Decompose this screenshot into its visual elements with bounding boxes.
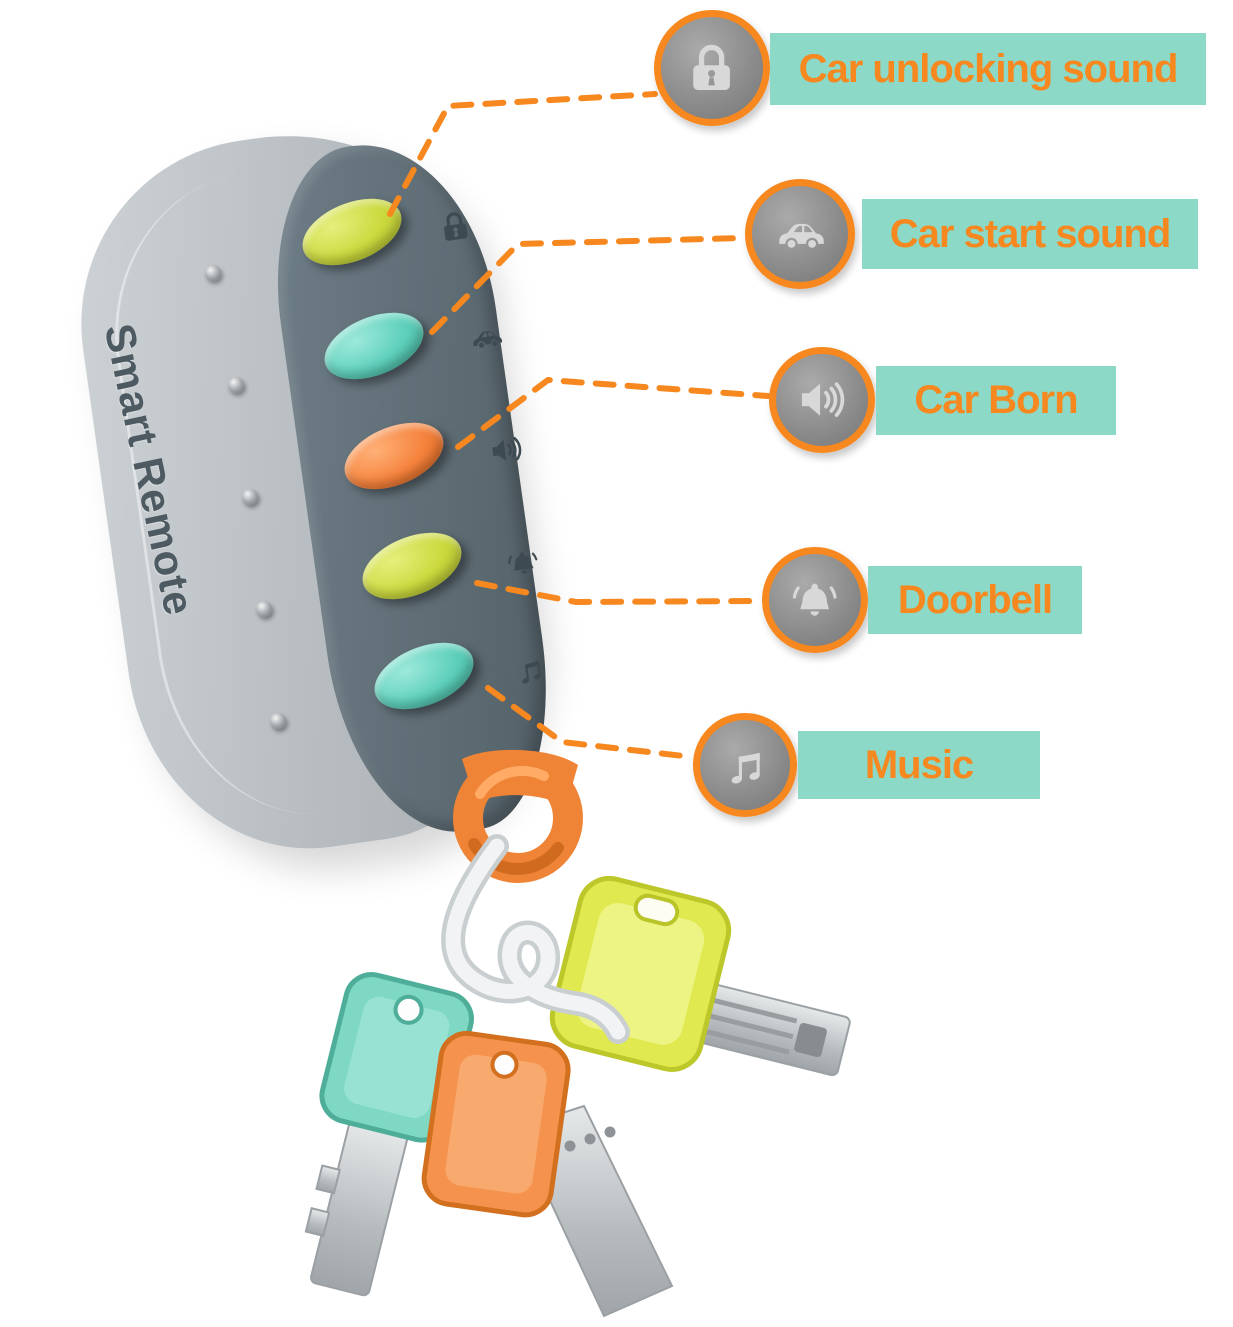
keyring-loop [453,749,583,883]
rivet-stud [242,489,258,505]
doorbell-icon [762,547,868,653]
rivet-stud [256,601,272,617]
callout-bar: Car unlocking sound [770,33,1206,105]
padlock-icon [654,10,770,126]
horn-icon [769,347,875,453]
yellow-key [549,875,851,1077]
car-icon [745,179,855,289]
rivet-stud [270,713,286,729]
rivet-stud [228,377,244,393]
callout-bar: Music [798,731,1040,799]
orange-key-tag [421,1030,571,1218]
music-note-icon [693,713,797,817]
callout-label: Car start sound [889,211,1172,256]
callout-bar: Car start sound [862,199,1198,269]
toy-remote: Smart Remote [57,95,635,895]
callout-label: Car unlocking sound [798,46,1179,91]
callout-label: Doorbell [897,577,1053,622]
callout-label: Car Born [914,378,1078,422]
key-cord [441,834,630,1044]
callout-label: Music [864,742,974,787]
callout-bar: Doorbell [868,566,1082,634]
callout-bar: Car Born [876,366,1116,435]
rivet-stud [205,265,221,281]
